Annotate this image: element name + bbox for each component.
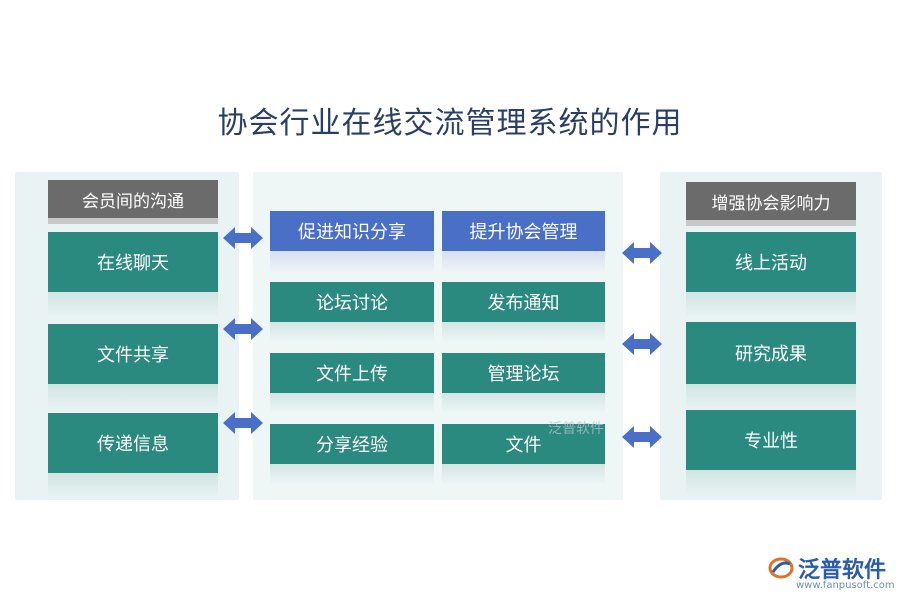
middle-item-label: 文件 — [505, 435, 542, 456]
brand-logo: 泛普软件 — [768, 552, 886, 584]
right-item-research: 研究成果 — [686, 322, 856, 410]
left-item-label: 传递信息 — [97, 434, 169, 455]
right-header: 增强协会影响力 — [686, 182, 856, 220]
middle-header-label: 提升协会管理 — [469, 222, 578, 243]
middle-item-manage-forum: 管理论坛 — [442, 353, 605, 413]
brand-mark-icon — [768, 557, 794, 579]
middle-item-label: 发布通知 — [487, 293, 560, 314]
left-item-label: 文件共享 — [97, 345, 169, 366]
double-arrow-icon — [223, 318, 263, 340]
double-arrow-icon — [622, 426, 662, 448]
middle-item-forum-discussion: 论坛讨论 — [270, 282, 434, 342]
right-item-label: 研究成果 — [735, 344, 807, 365]
brand-name: 泛普软件 — [798, 558, 887, 583]
left-item-label: 在线聊天 — [97, 253, 169, 274]
right-item-professionalism: 专业性 — [686, 410, 856, 496]
right-item-label: 线上活动 — [735, 253, 807, 274]
right-header-separator — [686, 220, 856, 226]
left-header: 会员间的沟通 — [48, 180, 218, 218]
middle-header-knowledge: 促进知识分享 — [270, 211, 434, 273]
middle-item-publish-notice: 发布通知 — [442, 282, 605, 342]
middle-header-management: 提升协会管理 — [442, 211, 605, 273]
middle-item-share-experience: 分享经验 — [270, 424, 434, 484]
left-item-online-chat: 在线聊天 — [48, 232, 218, 318]
middle-item-file: 文件 — [442, 424, 605, 484]
right-item-online-activity: 线上活动 — [686, 232, 856, 318]
middle-item-label: 文件上传 — [316, 364, 388, 385]
middle-item-label: 管理论坛 — [487, 364, 560, 385]
middle-header-label: 促进知识分享 — [298, 222, 406, 243]
double-arrow-icon — [622, 242, 662, 264]
left-header-separator — [48, 218, 218, 224]
double-arrow-icon — [223, 412, 263, 434]
left-item-file-share: 文件共享 — [48, 324, 218, 410]
middle-item-label: 分享经验 — [316, 435, 388, 456]
brand-url: www.fanpusoft.com — [796, 580, 895, 591]
left-item-pass-info: 传递信息 — [48, 413, 218, 499]
double-arrow-icon — [223, 227, 263, 249]
double-arrow-icon — [622, 333, 662, 355]
middle-item-file-upload: 文件上传 — [270, 353, 434, 413]
right-item-label: 专业性 — [744, 431, 798, 452]
diagram-title: 协会行业在线交流管理系统的作用 — [217, 106, 683, 141]
watermark-logo: 泛普软件 — [548, 421, 604, 437]
middle-item-label: 论坛讨论 — [316, 293, 388, 314]
